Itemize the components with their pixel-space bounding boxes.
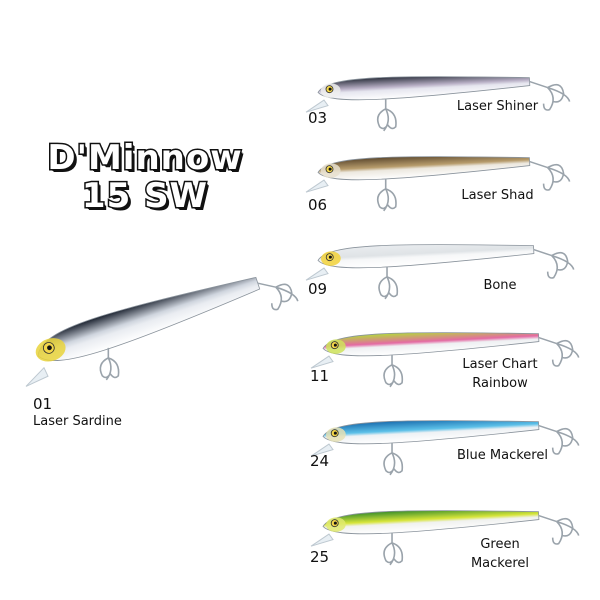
lure-belly-hook-03 bbox=[376, 98, 397, 132]
lure-tail-hook-06 bbox=[542, 163, 571, 191]
lure-image-25 bbox=[310, 510, 580, 566]
lure-body-11 bbox=[322, 332, 540, 357]
lure-name-01: Laser Sardine bbox=[33, 414, 122, 429]
lure-tail-hook-25 bbox=[551, 517, 580, 545]
product-title-line2: 15 SW bbox=[80, 175, 209, 218]
lure-code-24: 24 bbox=[310, 452, 330, 470]
lure-image-01 bbox=[25, 276, 299, 387]
lure-belly-hook-25 bbox=[383, 532, 404, 566]
lure-pupil-06 bbox=[328, 167, 332, 171]
lure-tail-ring-03 bbox=[529, 80, 548, 89]
lure-belly-hook-24 bbox=[383, 442, 404, 476]
lure-pupil-25 bbox=[333, 521, 337, 525]
lure-body-25 bbox=[322, 510, 540, 535]
lure-tail-hook-09 bbox=[546, 251, 575, 279]
lure-name-11-line2: Rainbow bbox=[472, 376, 528, 391]
lure-lip-11 bbox=[310, 355, 334, 369]
lure-body-24 bbox=[322, 420, 540, 445]
lure-tail-hook-03 bbox=[542, 83, 571, 111]
lure-pupil-09 bbox=[328, 255, 332, 259]
lure-belly-hook-01 bbox=[99, 347, 120, 381]
lure-name-24: Blue Mackerel bbox=[457, 448, 548, 463]
lure-pupil-24 bbox=[333, 431, 337, 435]
lure-tail-ring-25 bbox=[538, 514, 557, 523]
lure-image-11 bbox=[310, 332, 580, 388]
lure-name-11: Laser Chart Rainbow bbox=[445, 355, 555, 393]
lure-lip-03 bbox=[305, 99, 329, 113]
lure-code-01: 01 bbox=[33, 395, 53, 413]
lure-lip-01 bbox=[25, 366, 49, 387]
lure-tail-ring-01 bbox=[257, 282, 276, 288]
lure-belly-hook-09 bbox=[378, 266, 399, 300]
lure-tail-ring-11 bbox=[538, 336, 557, 345]
lure-name-09: Bone bbox=[483, 278, 517, 293]
lure-body-03 bbox=[317, 76, 531, 101]
lure-image-24 bbox=[310, 420, 580, 476]
lure-image-03 bbox=[305, 76, 571, 132]
lure-lip-06 bbox=[305, 179, 329, 193]
lure-pupil-01 bbox=[47, 345, 52, 351]
lure-tail-ring-06 bbox=[529, 160, 548, 169]
lure-lip-24 bbox=[310, 443, 334, 457]
lure-name-06: Laser Shad bbox=[461, 188, 534, 203]
lure-lip-25 bbox=[310, 533, 334, 547]
lure-body-09 bbox=[317, 244, 535, 269]
lure-code-25: 25 bbox=[310, 548, 330, 566]
lure-name-03: Laser Shiner bbox=[456, 99, 539, 114]
lure-code-09: 09 bbox=[308, 280, 328, 298]
lure-code-06: 06 bbox=[308, 196, 328, 214]
lure-belly-hook-06 bbox=[376, 178, 397, 212]
product-title-line1: D'Minnow bbox=[46, 137, 243, 180]
lure-code-11: 11 bbox=[310, 367, 330, 385]
lure-pupil-03 bbox=[328, 87, 332, 91]
lure-tail-ring-24 bbox=[538, 424, 557, 433]
lure-body-06 bbox=[317, 156, 531, 181]
lure-tail-hook-01 bbox=[271, 283, 299, 311]
lure-name-25: Green Mackerel bbox=[450, 535, 550, 573]
lure-name-11-line1: Laser Chart bbox=[462, 357, 538, 372]
lure-tail-ring-09 bbox=[533, 248, 552, 257]
lure-tail-hook-24 bbox=[551, 427, 580, 455]
lure-lip-09 bbox=[305, 267, 329, 281]
lure-body-01 bbox=[37, 276, 261, 361]
lure-tail-hook-11 bbox=[551, 339, 580, 367]
lure-name-25-line2: Mackerel bbox=[470, 556, 530, 571]
lure-belly-hook-11 bbox=[383, 354, 404, 388]
lure-code-03: 03 bbox=[308, 109, 328, 127]
lure-image-06 bbox=[305, 156, 571, 212]
lure-name-25-line1: Green bbox=[480, 537, 520, 552]
lure-image-09 bbox=[305, 244, 575, 300]
lure-pupil-11 bbox=[333, 343, 337, 347]
